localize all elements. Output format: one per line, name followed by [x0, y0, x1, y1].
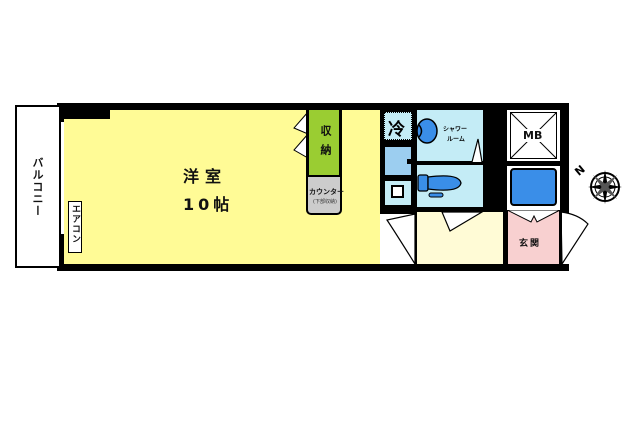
counter-sublabel: (下部収納) [313, 199, 337, 205]
fridge-space[interactable]: 冷 [384, 112, 412, 140]
outer-wall-bottom [57, 264, 569, 271]
counter-label: カウンター [309, 188, 344, 196]
washer-space[interactable] [507, 166, 560, 210]
stove-burner [391, 185, 404, 198]
stove-icon[interactable] [384, 180, 412, 206]
aircon-label: エアコン [70, 204, 80, 244]
fridge-label: 冷 [388, 120, 405, 140]
counter[interactable]: カウンター (下部収納) [306, 177, 344, 215]
shower-room-right-wall [483, 110, 503, 214]
entrance [507, 210, 560, 264]
entrance-label: 玄関 [519, 239, 542, 249]
shower-label-2: ルーム [447, 136, 465, 143]
wall-block [64, 110, 110, 119]
kitchen-sink[interactable] [384, 146, 412, 176]
outer-wall-right [560, 103, 569, 213]
meter-box: MB [507, 110, 560, 161]
front-door-icon[interactable] [560, 210, 590, 266]
balcony-label: バルコニー [31, 157, 44, 217]
shower-door-icon[interactable] [470, 137, 484, 163]
room-name: 洋室 [183, 167, 228, 186]
toilet-bottom-wall [380, 207, 503, 212]
washer-pan-icon [510, 168, 557, 206]
storage [309, 110, 339, 175]
toilet-door-icon[interactable] [440, 211, 484, 233]
svg-text:N: N [572, 163, 587, 179]
shower-divider [417, 161, 483, 165]
room-door-icon[interactable] [385, 212, 417, 266]
aircon: エアコン [68, 201, 82, 253]
entrance-step-icon [507, 210, 560, 223]
mb-bottom-wall [507, 161, 560, 166]
shower-label-1: シャワー [443, 126, 468, 133]
sink-faucet-icon [407, 159, 411, 164]
closet-doors-icon[interactable] [290, 110, 310, 160]
toilet-icon [417, 174, 462, 198]
compass-icon: N [572, 163, 622, 204]
entrance-right-wall [559, 210, 562, 266]
storage-label: 収納 [319, 125, 332, 163]
shower-basin-icon [416, 118, 438, 144]
mb-label: MB [522, 129, 544, 142]
entrance-left-wall [503, 110, 507, 264]
balcony: バルコニー [15, 105, 59, 268]
outer-wall-top [57, 103, 569, 110]
room-size: 10帖 [183, 195, 234, 214]
